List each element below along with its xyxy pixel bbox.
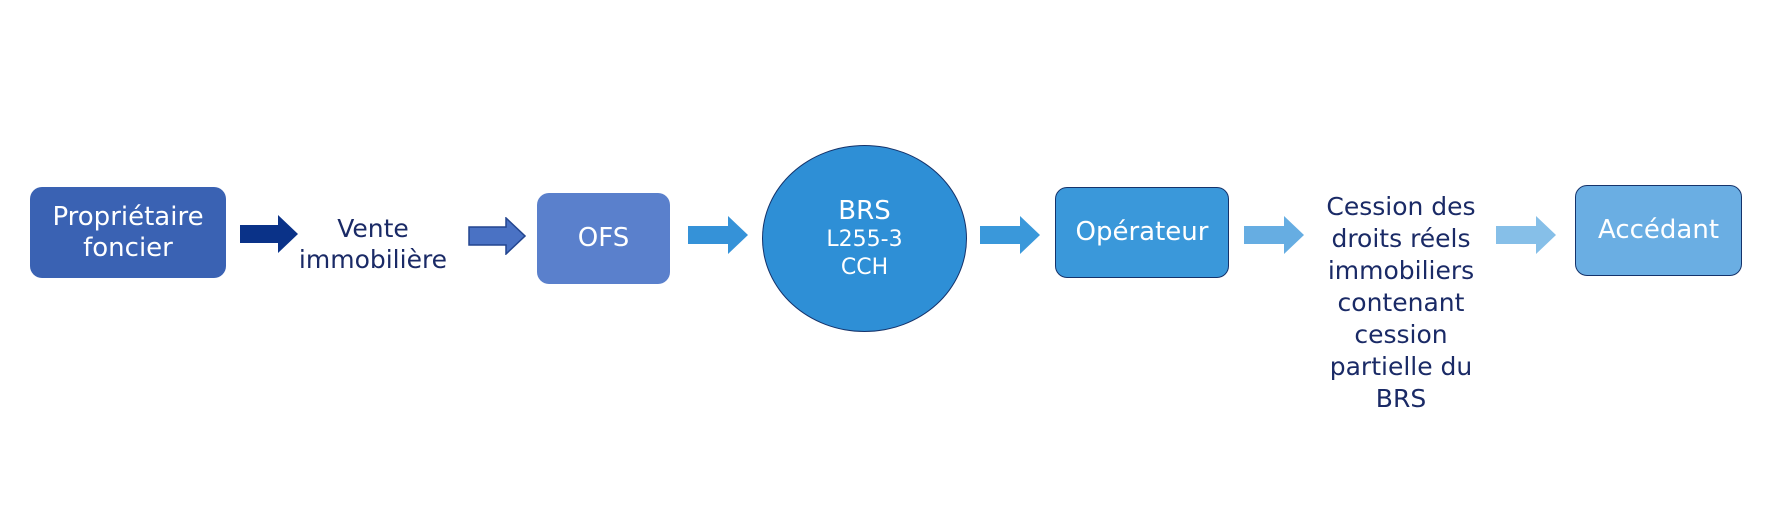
arrow-right-icon <box>240 215 298 253</box>
arrow-right-icon <box>688 216 748 254</box>
arrow-right-icon <box>1244 216 1304 254</box>
label-cession-line: immobiliers <box>1327 255 1475 285</box>
label-cession-droits: Cession des droits réels immobiliers con… <box>1296 191 1506 414</box>
node-accedant-label: Accédant <box>1597 215 1720 245</box>
arrow-right-icon <box>980 216 1040 254</box>
label-vente-immobiliere: Vente immobilière <box>288 210 458 278</box>
node-ofs: OFS <box>537 193 670 284</box>
label-vente-line1: Vente <box>337 214 409 243</box>
node-ofs-label: OFS <box>577 223 630 253</box>
label-cession-line: contenant <box>1337 287 1465 317</box>
node-brs-line3: CCH <box>840 254 889 280</box>
node-proprietaire-line1: Propriétaire <box>52 201 204 232</box>
label-cession-line: Cession des <box>1326 191 1476 221</box>
label-cession-line: BRS <box>1375 383 1427 413</box>
node-brs: BRS L255-3 CCH <box>762 145 967 332</box>
node-brs-line1: BRS <box>838 195 891 226</box>
label-cession-line: droits réels <box>1331 223 1471 253</box>
label-cession-line: partielle du <box>1329 351 1473 381</box>
label-vente-line2: immobilière <box>298 245 448 274</box>
node-brs-line2: L255-3 <box>826 226 903 252</box>
node-operateur-label: Opérateur <box>1075 217 1209 247</box>
arrow-right-icon <box>1496 216 1556 254</box>
node-accedant: Accédant <box>1575 185 1742 276</box>
node-proprietaire-foncier: Propriétaire foncier <box>30 187 226 278</box>
label-cession-line: cession <box>1354 319 1448 349</box>
node-proprietaire-line2: foncier <box>83 232 173 263</box>
node-operateur: Opérateur <box>1055 187 1229 278</box>
arrow-right-icon <box>468 217 526 255</box>
